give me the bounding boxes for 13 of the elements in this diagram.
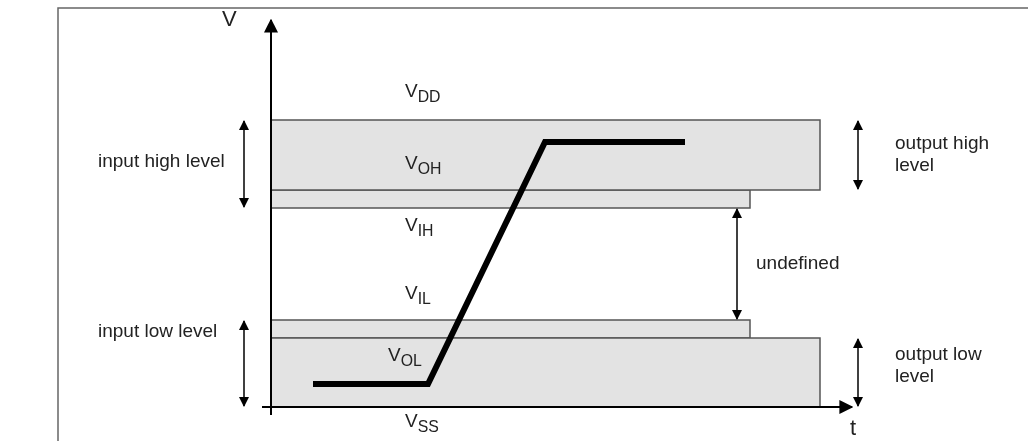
range-label: input low level <box>98 320 219 342</box>
range-label: undefined <box>756 252 840 274</box>
voltage-label: V$_{SS}$ <box>405 410 439 437</box>
axis-label: t <box>850 417 857 439</box>
range-label: input high level <box>98 150 226 172</box>
voltage-label: V$_{DD}$ <box>405 80 441 107</box>
voltage-label: V$_{IL}$ <box>405 282 431 309</box>
range-label: output low level <box>895 343 983 387</box>
voltage-label: V$_{IH}$ <box>405 214 434 241</box>
axis-label: V <box>222 8 237 30</box>
range-label: output high level <box>895 132 991 176</box>
voltage-label: V$_{OH}$ <box>405 152 442 179</box>
voltage-label: V$_{OL}$ <box>388 344 422 371</box>
